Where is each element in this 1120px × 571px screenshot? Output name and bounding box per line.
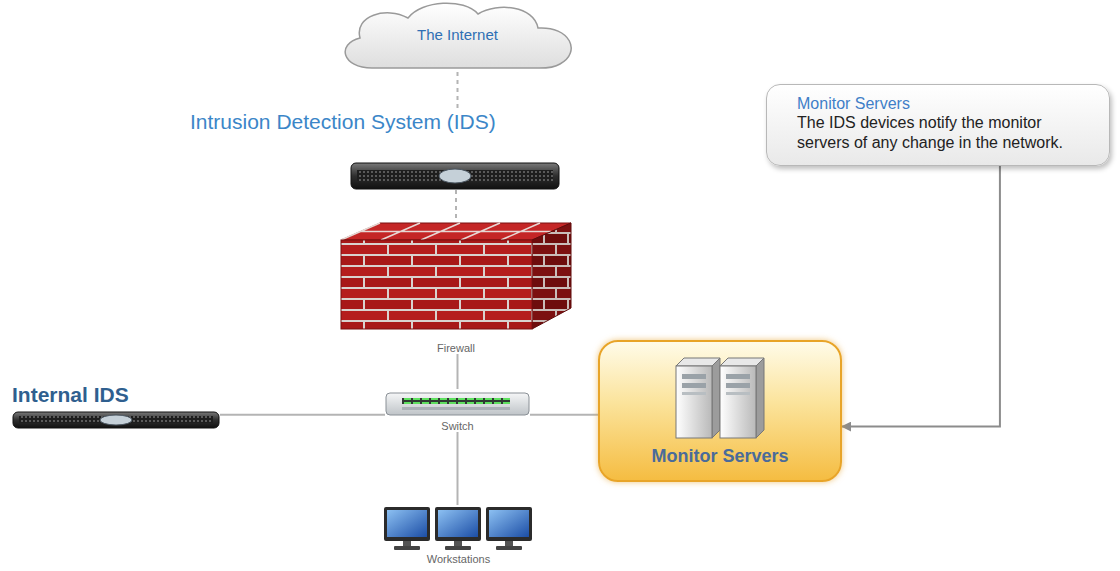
callout-title: Monitor Servers	[797, 95, 1093, 113]
network-link	[457, 432, 459, 505]
network-link	[530, 414, 598, 416]
ids-device	[350, 162, 560, 190]
device-caption: Firewall	[437, 342, 475, 354]
callout-arrow	[842, 166, 1000, 427]
firewall-node: Firewall	[340, 222, 572, 354]
network-link	[220, 414, 385, 416]
internet-cloud: The Internet	[330, 0, 585, 72]
network-link	[455, 190, 457, 222]
firewall-bricks	[340, 222, 572, 330]
cloud-label: The Internet	[417, 26, 498, 43]
device-heading: Internal IDS	[12, 383, 220, 407]
device-caption: Workstations	[427, 553, 490, 565]
workstations-node: Workstations	[382, 505, 535, 565]
ids-device	[12, 411, 220, 429]
box-label: Monitor Servers	[651, 446, 788, 467]
switch-node: Switch	[385, 389, 530, 432]
workstation-icons	[382, 505, 535, 551]
network-link	[457, 72, 459, 110]
switch-icon	[385, 389, 530, 419]
ids-device-node: Intrusion Detection System (IDS)	[190, 110, 560, 190]
device-heading: Intrusion Detection System (IDS)	[190, 110, 560, 134]
device-caption: Switch	[441, 420, 473, 432]
internal-ids-node: Internal IDS	[12, 383, 220, 429]
callout-body: The IDS devices notify the monitor serve…	[797, 113, 1093, 153]
callout-box: Monitor ServersThe IDS devices notify th…	[766, 84, 1110, 166]
server-icon	[670, 352, 770, 442]
network-link	[457, 354, 459, 389]
monitor-servers-box: Monitor Servers	[598, 340, 842, 482]
